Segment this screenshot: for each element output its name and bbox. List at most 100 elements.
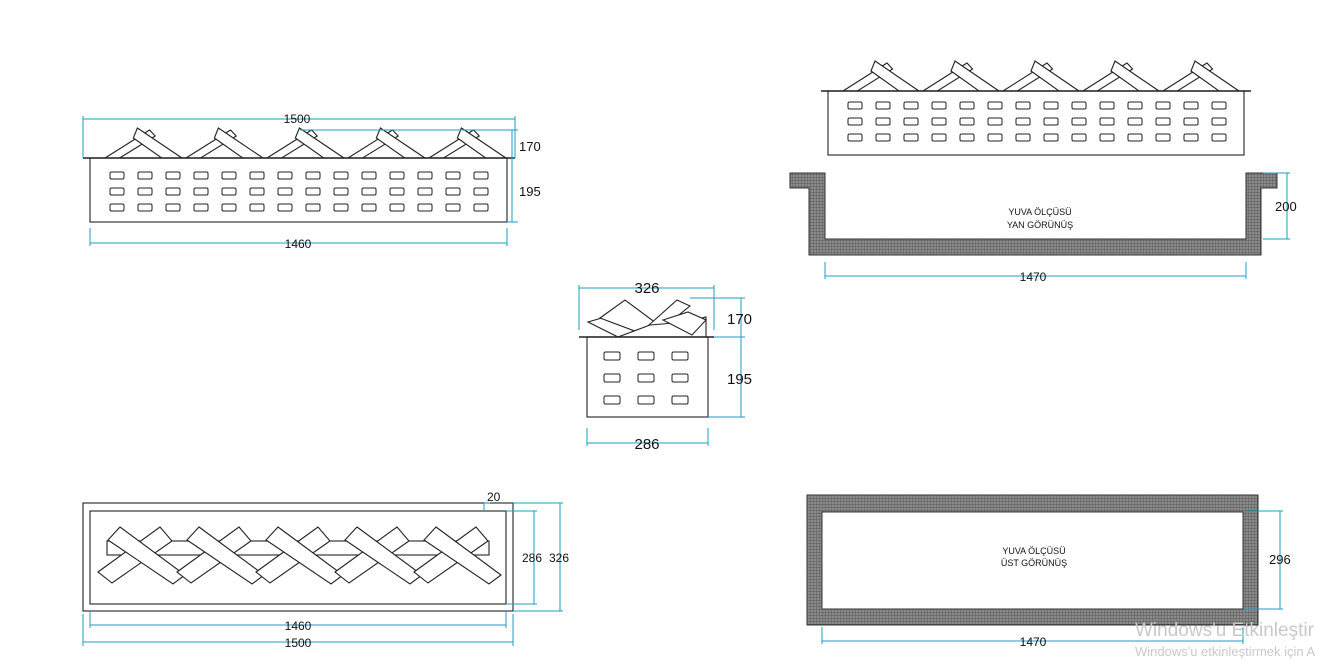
vent-slot	[137, 187, 153, 196]
right-side-view-box	[827, 90, 1245, 156]
vent-slot	[1155, 133, 1171, 142]
right-side-view-slots	[847, 101, 1227, 142]
vent-slot	[445, 203, 461, 212]
vent-slot	[1183, 133, 1199, 142]
log-shape	[375, 127, 427, 159]
dim-side-total-length: 1500	[284, 112, 311, 126]
vent-slot	[417, 171, 433, 180]
vent-slot	[847, 101, 863, 110]
log-shape	[456, 127, 508, 159]
vent-slot	[249, 203, 265, 212]
vent-slot	[277, 171, 293, 180]
dim-top-total-width: 326	[549, 551, 569, 565]
vent-slot	[1043, 133, 1059, 142]
vent-slot	[361, 171, 377, 180]
vent-slot	[1211, 133, 1227, 142]
niche-top-wall	[806, 494, 1259, 626]
vent-slot	[137, 203, 153, 212]
vent-slot	[959, 101, 975, 110]
vent-slot	[1043, 117, 1059, 126]
top-view-logs	[97, 526, 502, 585]
vent-slot	[333, 203, 349, 212]
vent-slot	[847, 117, 863, 126]
niche-side-wall	[789, 172, 1278, 256]
vent-slot	[637, 373, 655, 383]
side-view-slots	[109, 171, 489, 212]
vent-slot	[931, 117, 947, 126]
vent-slot	[109, 203, 125, 212]
vent-slot	[249, 187, 265, 196]
vent-slot	[637, 395, 655, 405]
dim-end-inner-width: 286	[634, 436, 659, 453]
vent-slot	[417, 187, 433, 196]
log-shape	[870, 60, 921, 92]
vent-slot	[361, 187, 377, 196]
vent-slot	[671, 373, 689, 383]
niche-top-label-2: ÜST GÖRÜNÜŞ	[1001, 558, 1067, 568]
vent-slot	[221, 203, 237, 212]
vent-slot	[987, 133, 1003, 142]
vent-slot	[249, 171, 265, 180]
vent-slot	[903, 117, 919, 126]
vent-slot	[277, 203, 293, 212]
dim-side-box-height: 195	[519, 184, 541, 199]
vent-slot	[137, 171, 153, 180]
log-shape	[265, 526, 344, 585]
vent-slot	[109, 187, 125, 196]
vent-slot	[193, 187, 209, 196]
vent-slot	[361, 203, 377, 212]
niche-side-label-1: YUVA ÖLÇÜSÜ	[1008, 207, 1071, 217]
vent-slot	[389, 203, 405, 212]
vent-slot	[277, 187, 293, 196]
end-view-logs	[586, 299, 707, 338]
vent-slot	[389, 187, 405, 196]
vent-slot	[1099, 117, 1115, 126]
vent-slot	[1015, 101, 1031, 110]
vent-slot	[1127, 117, 1143, 126]
log-shape	[213, 127, 265, 159]
vent-slot	[671, 351, 689, 361]
right-side-view	[821, 60, 1251, 156]
vent-slot	[417, 203, 433, 212]
vent-slot	[603, 395, 621, 405]
niche-side-view: YUVA ÖLÇÜSÜ YAN GÖRÜNÜŞ 200 1470	[789, 172, 1297, 284]
log-shape	[107, 526, 186, 585]
side-view-logs	[103, 127, 508, 159]
vent-slot	[875, 133, 891, 142]
vent-slot	[221, 187, 237, 196]
vent-slot	[1071, 101, 1087, 110]
vent-slot	[1155, 101, 1171, 110]
vent-slot	[1183, 117, 1199, 126]
log-shape	[1190, 60, 1241, 92]
vent-slot	[333, 187, 349, 196]
niche-top-label-1: YUVA ÖLÇÜSÜ	[1002, 546, 1065, 556]
watermark-subtitle: Windows'u etkinleştirmek için A	[1135, 644, 1316, 659]
dim-side-log-height: 170	[519, 139, 541, 154]
vent-slot	[473, 171, 489, 180]
vent-slot	[1211, 101, 1227, 110]
vent-slot	[931, 133, 947, 142]
vent-slot	[389, 171, 405, 180]
dim-side-inner-length: 1460	[285, 237, 312, 251]
vent-slot	[931, 101, 947, 110]
vent-slot	[603, 351, 621, 361]
log-shape	[344, 526, 423, 585]
vent-slot	[305, 171, 321, 180]
vent-slot	[1127, 133, 1143, 142]
vent-slot	[1211, 117, 1227, 126]
vent-slot	[165, 171, 181, 180]
vent-slot	[1043, 101, 1059, 110]
end-view-slots	[603, 351, 689, 405]
vent-slot	[221, 171, 237, 180]
dim-niche-top-length: 1470	[1020, 635, 1047, 649]
vent-slot	[445, 171, 461, 180]
vent-slot	[637, 351, 655, 361]
vent-slot	[1015, 117, 1031, 126]
side-view-box	[89, 157, 508, 223]
vent-slot	[987, 117, 1003, 126]
niche-side-label-2: YAN GÖRÜNÜŞ	[1007, 220, 1073, 230]
vent-slot	[473, 187, 489, 196]
end-view: 326 286 170 195	[578, 280, 752, 453]
vent-slot	[1099, 101, 1115, 110]
vent-slot	[109, 171, 125, 180]
